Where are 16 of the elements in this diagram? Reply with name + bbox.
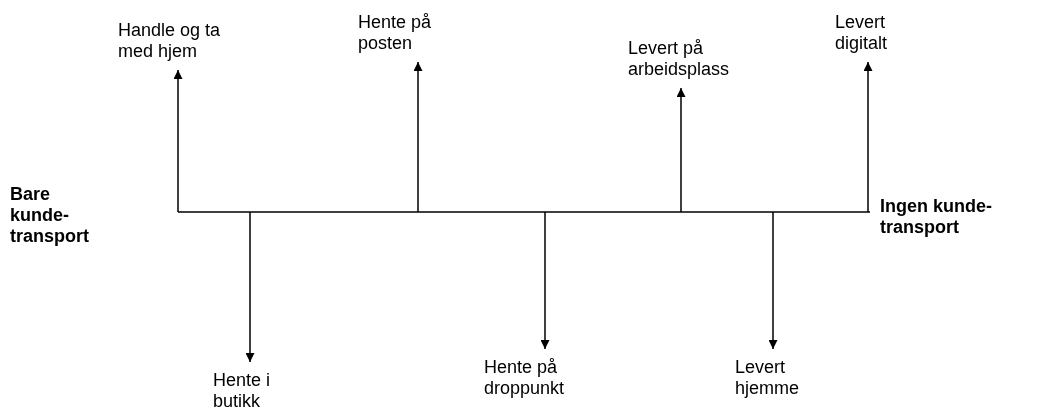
- arrow: [245, 211, 255, 363]
- option-label: Levert hjemme: [735, 357, 815, 399]
- option-label: Handle og ta med hjem: [118, 20, 224, 62]
- arrow: [863, 61, 873, 213]
- option-label: Hente på droppunkt: [484, 357, 584, 399]
- arrow: [413, 61, 423, 213]
- arrow: [676, 87, 686, 213]
- option-label: Levert digitalt: [835, 12, 905, 54]
- arrow: [173, 69, 183, 213]
- scale-end-label: Bare kunde-transport: [10, 184, 90, 247]
- option-label: Hente i butikk: [213, 370, 293, 412]
- scale-end-label: Ingen kunde-transport: [880, 196, 993, 238]
- option-label: Hente på posten: [358, 12, 456, 54]
- arrow: [540, 211, 550, 350]
- arrow: [768, 211, 778, 350]
- option-label: Levert på arbeidsplass: [628, 38, 746, 80]
